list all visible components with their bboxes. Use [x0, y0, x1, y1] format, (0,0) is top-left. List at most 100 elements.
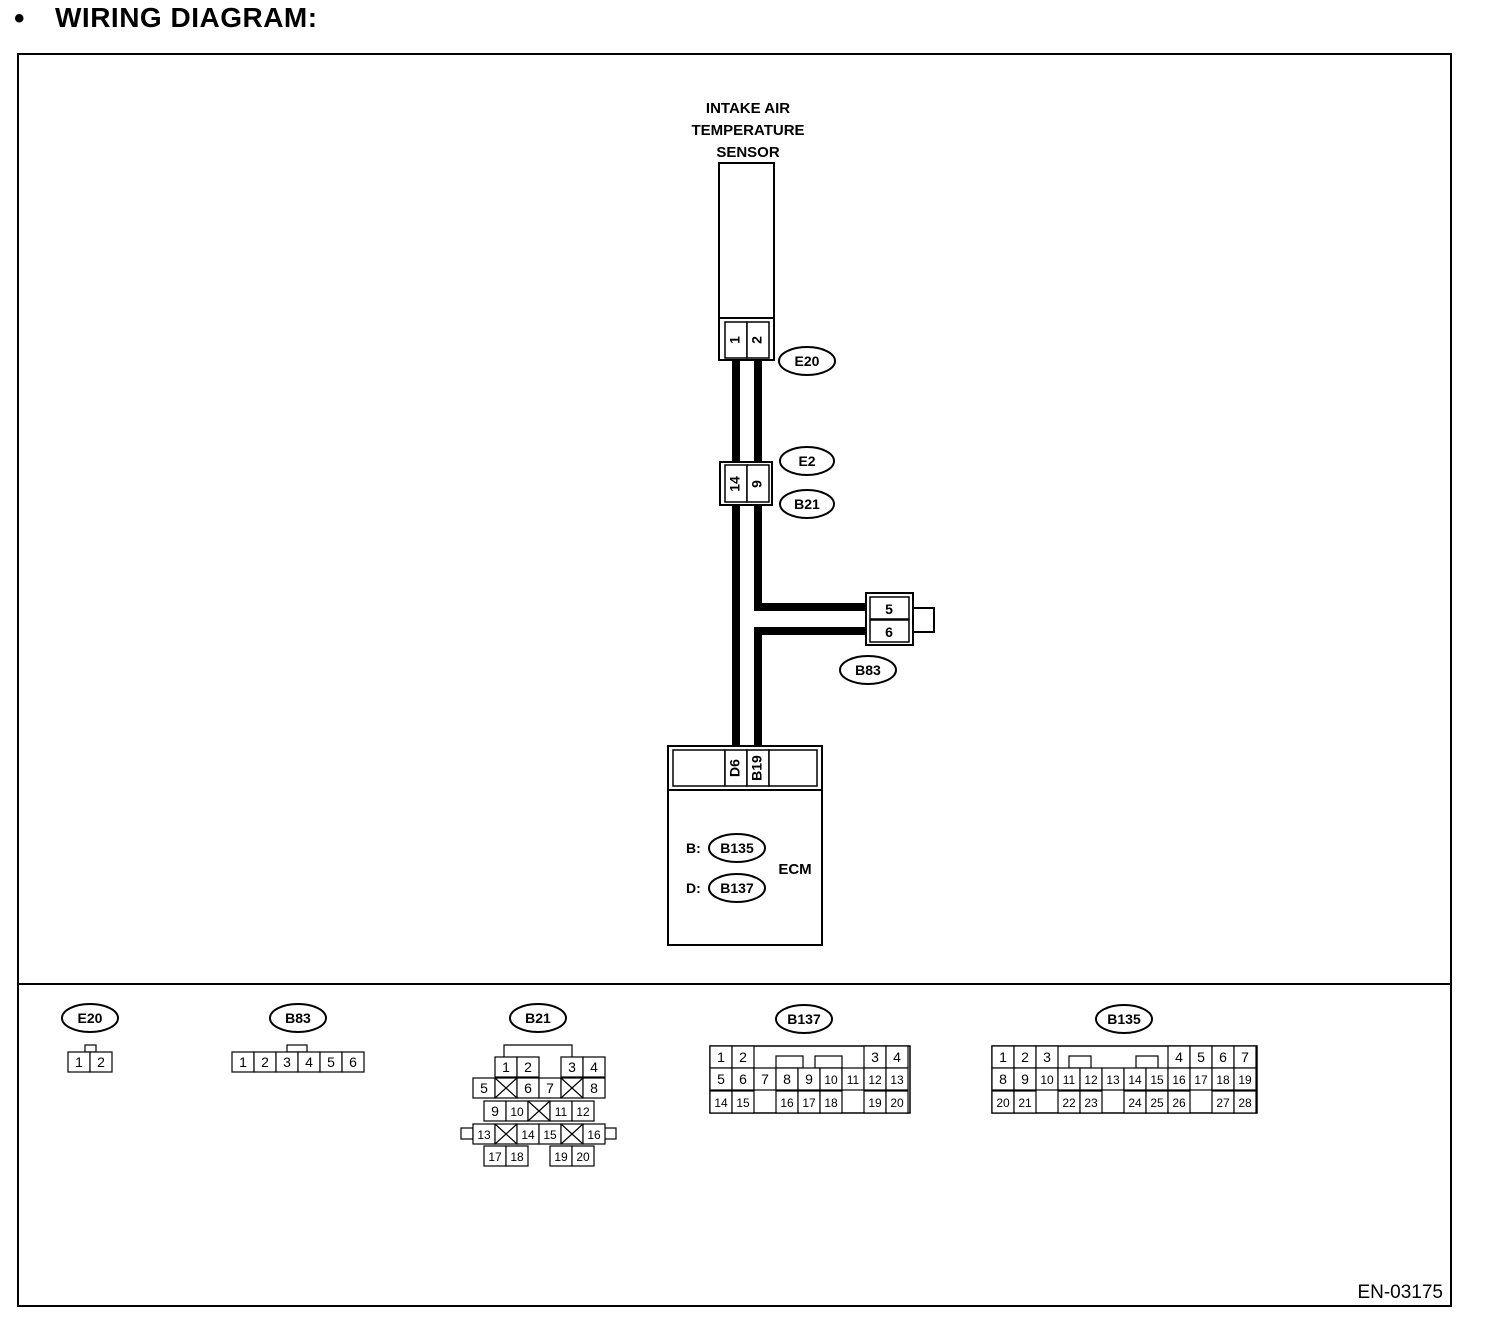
- connector-view-b21-badge: [509, 1003, 567, 1033]
- connector-badge-b137: [708, 873, 766, 903]
- b21-pin-12: 12: [576, 1105, 590, 1119]
- b135-pin-3: 3: [1043, 1049, 1051, 1065]
- b135-pin-7: 7: [1241, 1049, 1249, 1065]
- b21-pin-1: 1: [502, 1059, 510, 1075]
- b135-cell-26: [1167, 1090, 1191, 1114]
- joint-connector-e2-b21: 14 9 E2 B21: [719, 446, 835, 519]
- ecm-pin-b19: B19: [749, 755, 765, 781]
- b135-cell-23: [1079, 1090, 1103, 1114]
- connector-badge-e20-label: E20: [795, 353, 820, 369]
- b21-pin-20: 20: [576, 1150, 590, 1164]
- b21-blank-cell-1-x: [494, 1077, 518, 1099]
- connector-badge-b21: [779, 489, 835, 519]
- e20-pin-2: 2: [97, 1054, 105, 1070]
- b135-pin-6: 6: [1219, 1049, 1227, 1065]
- e20-cell-2: [89, 1051, 113, 1073]
- b21-pin-9: 9: [491, 1103, 499, 1119]
- b21-pin-2: 2: [524, 1059, 532, 1075]
- joint-pin-14: 14: [727, 476, 743, 492]
- connector-badge-e20: [778, 346, 836, 376]
- b21-blank-cell-5-x: [560, 1123, 584, 1145]
- b21-pin-10: 10: [510, 1105, 524, 1119]
- diagram-frame: [17, 53, 1452, 1307]
- e20-pin-1: 1: [75, 1054, 83, 1070]
- connector-badge-b135-label: B135: [720, 840, 754, 856]
- b135-pin-23: 23: [1084, 1096, 1098, 1110]
- connector-view-b135-badge: [1095, 1004, 1153, 1034]
- connector-view-b83-label: B83: [285, 1010, 311, 1026]
- ecm-body: [667, 789, 823, 946]
- intake-air-temperature-sensor: INTAKE AIR TEMPERATURE SENSOR 1 2 E20: [691, 100, 836, 376]
- connector-badge-b21-label: B21: [794, 496, 820, 512]
- b135-pin-9: 9: [1021, 1071, 1029, 1087]
- b21-pin-17: 17: [488, 1150, 502, 1164]
- b135-cell-19: [1233, 1067, 1257, 1091]
- b135-cell-28: [1233, 1090, 1257, 1114]
- b137-pin-6: 6: [739, 1071, 747, 1087]
- b21-cell-2: [516, 1056, 540, 1078]
- ecm-key-d-prefix: D:: [686, 880, 701, 896]
- b135-pin-24: 24: [1128, 1096, 1142, 1110]
- connector-badge-b83: [839, 655, 897, 685]
- wire-b83-6-to-b19: [754, 627, 868, 748]
- b135-pin-20: 20: [996, 1096, 1010, 1110]
- connector-badge-b135: [708, 833, 766, 863]
- b137-pin-17: 17: [802, 1096, 816, 1110]
- sensor-pin-1: 1: [727, 336, 743, 344]
- b135-pin-13: 13: [1106, 1073, 1120, 1087]
- b21-pin-14: 14: [521, 1128, 535, 1142]
- b21-pin-16: 16: [587, 1128, 601, 1142]
- b83-connector: 5 6 B83: [839, 592, 935, 685]
- b21-pin-3: 3: [568, 1059, 576, 1075]
- b137-pin-12: 12: [868, 1073, 882, 1087]
- b135-pin-16: 16: [1172, 1073, 1186, 1087]
- b137-pin-13: 13: [890, 1073, 904, 1087]
- b135-pin-14: 14: [1128, 1073, 1142, 1087]
- diagram-code: EN-03175: [1357, 1282, 1443, 1303]
- b135-pin-11: 11: [1063, 1073, 1076, 1087]
- b135-pin-2: 2: [1021, 1049, 1029, 1065]
- sensor-body: [718, 162, 775, 319]
- b137-pin-2: 2: [739, 1049, 747, 1065]
- b135-pin-1: 1: [999, 1049, 1007, 1065]
- b21-pin-18: 18: [510, 1150, 524, 1164]
- ecm-unit: D6 B19 B: B135 D: B137 ECM: [667, 745, 823, 946]
- b21-pin-8: 8: [590, 1080, 598, 1096]
- b21-pin-13: 13: [477, 1128, 491, 1142]
- harness-wires: [732, 360, 868, 748]
- connector-view-b83-badge: [269, 1003, 327, 1033]
- b137-pin-16: 16: [780, 1096, 794, 1110]
- sensor-label-line-1: INTAKE AIR: [706, 100, 790, 117]
- connector-view-b137-label: B137: [787, 1011, 821, 1027]
- section-heading: • WIRING DIAGRAM:: [10, 0, 910, 40]
- b83-pin-1: 1: [239, 1054, 247, 1070]
- b137-pin-10: 10: [824, 1073, 838, 1087]
- b83-latch: [912, 607, 935, 633]
- b135-pin-21: 21: [1018, 1096, 1032, 1110]
- sensor-label-line-2: TEMPERATURE: [691, 122, 804, 139]
- b137-cell-20: [885, 1090, 909, 1114]
- b21-cell-4: [582, 1056, 606, 1078]
- b137-pin-11: 11: [847, 1073, 860, 1087]
- b83-pin-6: 6: [349, 1054, 357, 1070]
- b137-pin-7: 7: [761, 1071, 769, 1087]
- connector-view-b137-badge: [775, 1004, 833, 1034]
- b137-cell-15: [731, 1090, 755, 1114]
- b21-cell-12: [571, 1100, 595, 1122]
- b135-pin-26: 26: [1172, 1096, 1186, 1110]
- b137-pin-14: 14: [714, 1096, 728, 1110]
- b21-blank-cell-2-x: [560, 1077, 584, 1099]
- b135-pin-5: 5: [1197, 1049, 1205, 1065]
- b83-pin-4: 4: [305, 1054, 313, 1070]
- b135-pin-22: 22: [1062, 1096, 1076, 1110]
- b137-pin-8: 8: [783, 1071, 791, 1087]
- ecm-pin-d6: D6: [727, 759, 743, 777]
